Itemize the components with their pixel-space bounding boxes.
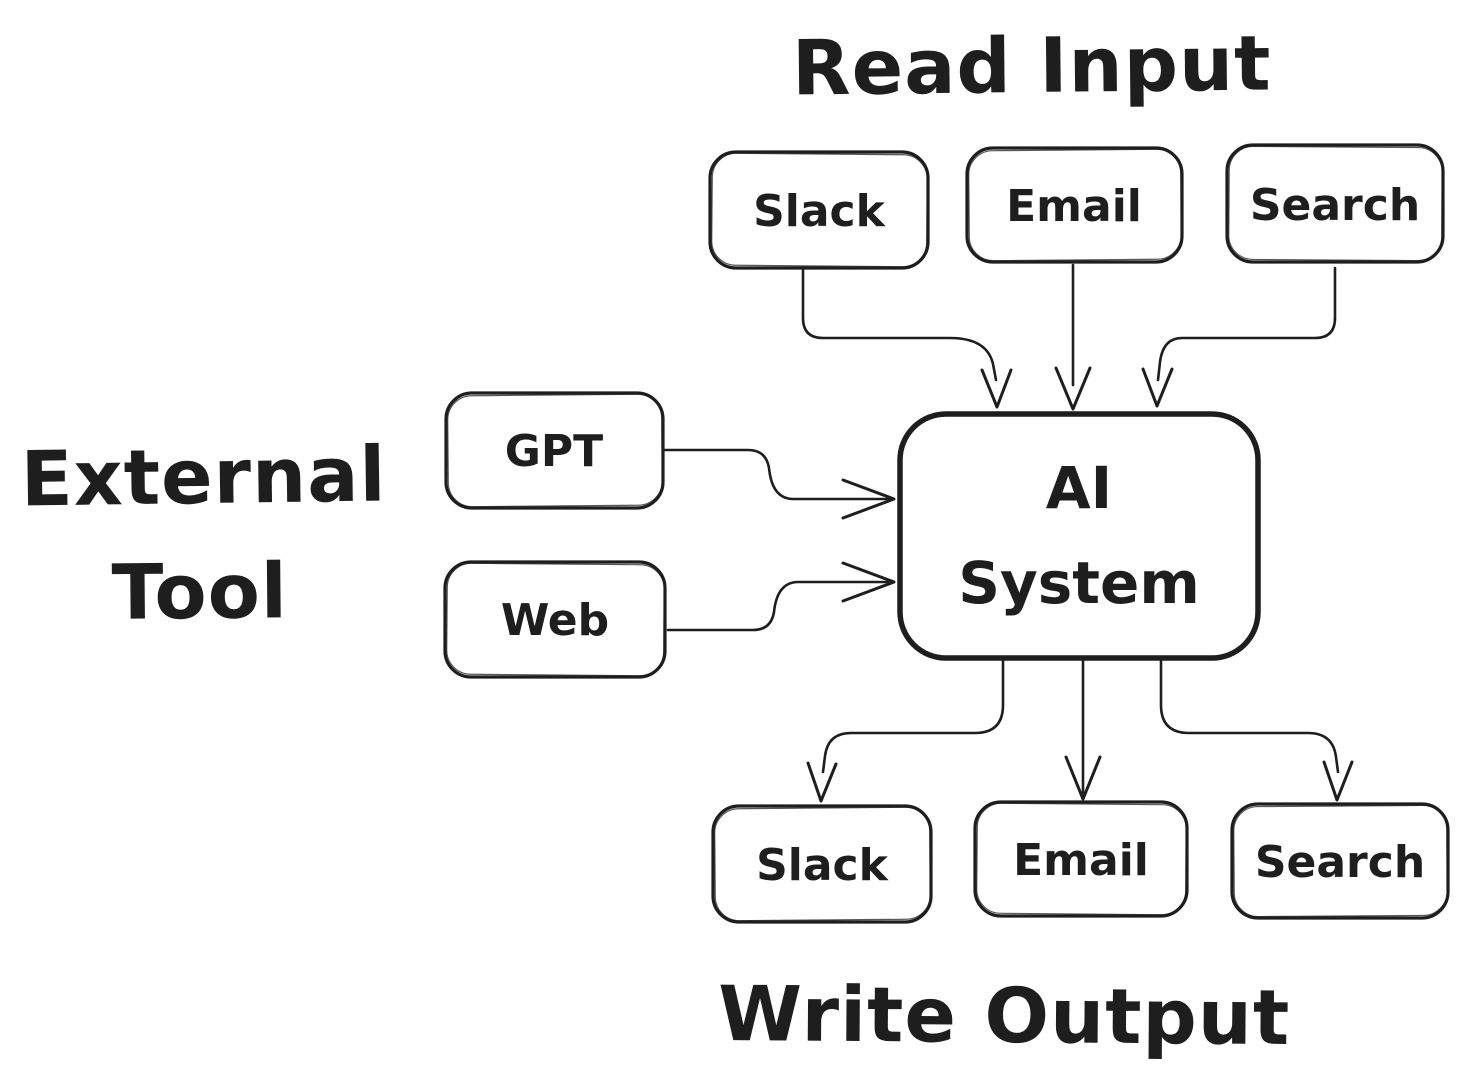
arrow-ai-to-write-slack xyxy=(806,657,1005,803)
arrow-head xyxy=(1141,367,1174,408)
node-web: Web xyxy=(443,560,667,679)
node-write-email: Email xyxy=(973,800,1189,918)
arrow-line xyxy=(1156,266,1337,382)
title-read-input: Read Input xyxy=(792,18,1272,112)
arrow-line xyxy=(821,657,1005,774)
arrow-web-to-ai xyxy=(666,561,896,632)
node-write-slack: Slack xyxy=(711,804,933,924)
node-box-sketch-line xyxy=(446,562,665,677)
arrow-gpt-to-ai xyxy=(661,448,896,520)
node-box-sketch-line xyxy=(711,152,928,268)
node-box xyxy=(708,150,930,270)
arrow-line xyxy=(661,448,890,501)
node-label: Email xyxy=(1006,181,1142,232)
node-gpt: GPT xyxy=(444,391,665,510)
arrow-head xyxy=(841,561,896,603)
node-write-search: Search xyxy=(1230,802,1450,920)
node-box-sketch-line xyxy=(1228,145,1443,262)
arrow-line xyxy=(666,580,890,632)
node-read-search: Search xyxy=(1225,143,1445,264)
node-label-line2: System xyxy=(958,549,1200,617)
title-external-tool-line2: Tool xyxy=(111,546,288,637)
arrow-head xyxy=(806,761,838,803)
title-write-output: Write Output xyxy=(718,969,1291,1062)
arrow-read-search-to-ai xyxy=(1141,266,1337,408)
node-label: Slack xyxy=(753,186,887,237)
node-box xyxy=(443,560,667,679)
arrow-line xyxy=(801,267,998,382)
node-ai-system: AI System xyxy=(897,411,1261,661)
node-read-slack: Slack xyxy=(708,150,930,270)
arrow-head xyxy=(841,478,896,520)
node-label: Email xyxy=(1013,835,1149,886)
node-box xyxy=(897,411,1261,661)
node-label-line1: AI xyxy=(1046,454,1112,522)
arrow-read-slack-to-ai xyxy=(801,267,1013,409)
arrow-read-email-to-ai xyxy=(1054,263,1092,411)
arrow-head xyxy=(1054,366,1092,411)
node-label: Search xyxy=(1250,180,1420,231)
node-box-sketch-line xyxy=(968,148,1182,262)
arrow-head xyxy=(1064,755,1102,801)
node-box xyxy=(711,804,933,924)
node-box-sketch-line xyxy=(1233,804,1448,918)
node-label: GPT xyxy=(505,426,603,477)
node-label: Web xyxy=(501,595,609,646)
arrow-line xyxy=(1159,657,1340,774)
node-box-sketch-line xyxy=(976,802,1187,916)
node-box xyxy=(1225,143,1445,264)
arrow-ai-to-write-email xyxy=(1064,657,1102,801)
arrow-ai-to-write-search xyxy=(1159,657,1354,802)
node-box-sketch-line xyxy=(714,806,931,922)
title-external-tool-line1: External xyxy=(20,429,387,523)
arrow-head xyxy=(980,368,1013,409)
arrow-head xyxy=(1322,760,1354,802)
node-box xyxy=(973,800,1189,918)
node-read-email: Email xyxy=(965,146,1184,264)
node-box xyxy=(1230,802,1450,920)
node-label: Search xyxy=(1255,837,1425,888)
node-box xyxy=(965,146,1184,264)
node-label: Slack xyxy=(756,840,890,891)
